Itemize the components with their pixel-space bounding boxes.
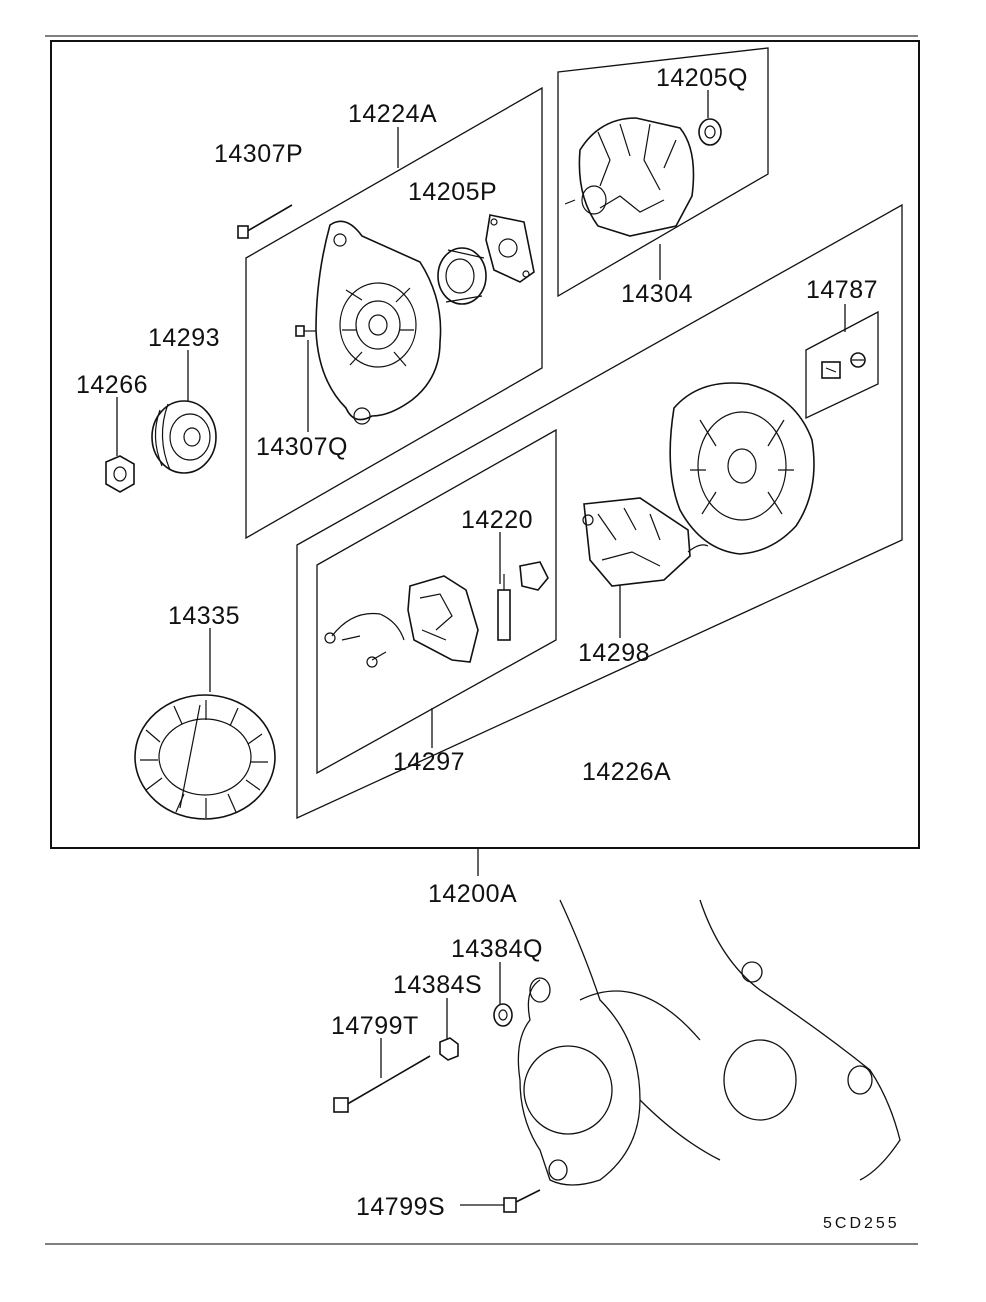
label-14205q: 14205Q xyxy=(656,64,748,92)
rectifier-14298 xyxy=(582,497,709,587)
label-14384s: 14384S xyxy=(393,971,482,999)
label-14307p: 14307P xyxy=(214,140,303,168)
nut-14384s xyxy=(439,1037,459,1061)
label-14298: 14298 xyxy=(578,639,650,667)
label-14384q: 14384Q xyxy=(451,935,543,963)
engine-bracket-outline xyxy=(517,899,901,1186)
bearing-14205q xyxy=(698,118,722,146)
clips-14787 xyxy=(821,352,866,379)
rotor-14304 xyxy=(564,117,695,237)
brush-14220 xyxy=(497,561,549,641)
label-14787: 14787 xyxy=(806,276,878,304)
retainer-plate xyxy=(485,214,535,283)
label-14293: 14293 xyxy=(148,324,220,352)
label-14304: 14304 xyxy=(621,280,693,308)
nut-14384q xyxy=(493,1003,513,1027)
label-14226a: 14226A xyxy=(582,758,671,786)
drawing-code: 5CD255 xyxy=(823,1215,900,1232)
nut-14266 xyxy=(105,455,135,493)
stud-bolt-14307p xyxy=(237,204,293,239)
subassembly-box-14304 xyxy=(557,47,769,298)
leader-lines xyxy=(116,90,846,1206)
pulley-14293 xyxy=(151,400,217,474)
bolt-14799s xyxy=(503,1189,541,1213)
subassembly-box-14224a xyxy=(245,86,543,540)
label-14266: 14266 xyxy=(76,371,148,399)
front-housing-14224a xyxy=(315,220,442,425)
bolt-14799t xyxy=(333,1055,431,1113)
label-14307q: 14307Q xyxy=(256,433,348,461)
assembly-frame xyxy=(50,40,920,849)
label-14220: 14220 xyxy=(461,506,533,534)
bearing-14205p xyxy=(437,247,487,305)
label-14799s: 14799S xyxy=(356,1193,445,1221)
regulator-14297 xyxy=(324,575,479,668)
subassembly-box-14787 xyxy=(805,310,879,420)
subassembly-box-14226a xyxy=(296,203,903,820)
subassembly-box-14297 xyxy=(316,428,557,775)
label-14205p: 14205P xyxy=(408,178,497,206)
label-14297: 14297 xyxy=(393,748,465,776)
screw-14307q xyxy=(295,325,316,337)
rear-housing-14226a xyxy=(669,382,815,555)
label-14335: 14335 xyxy=(168,602,240,630)
label-14799t: 14799T xyxy=(331,1012,419,1040)
stator-14335 xyxy=(134,694,276,820)
label-14224a: 14224A xyxy=(348,100,437,128)
label-14200a: 14200A xyxy=(428,880,517,908)
